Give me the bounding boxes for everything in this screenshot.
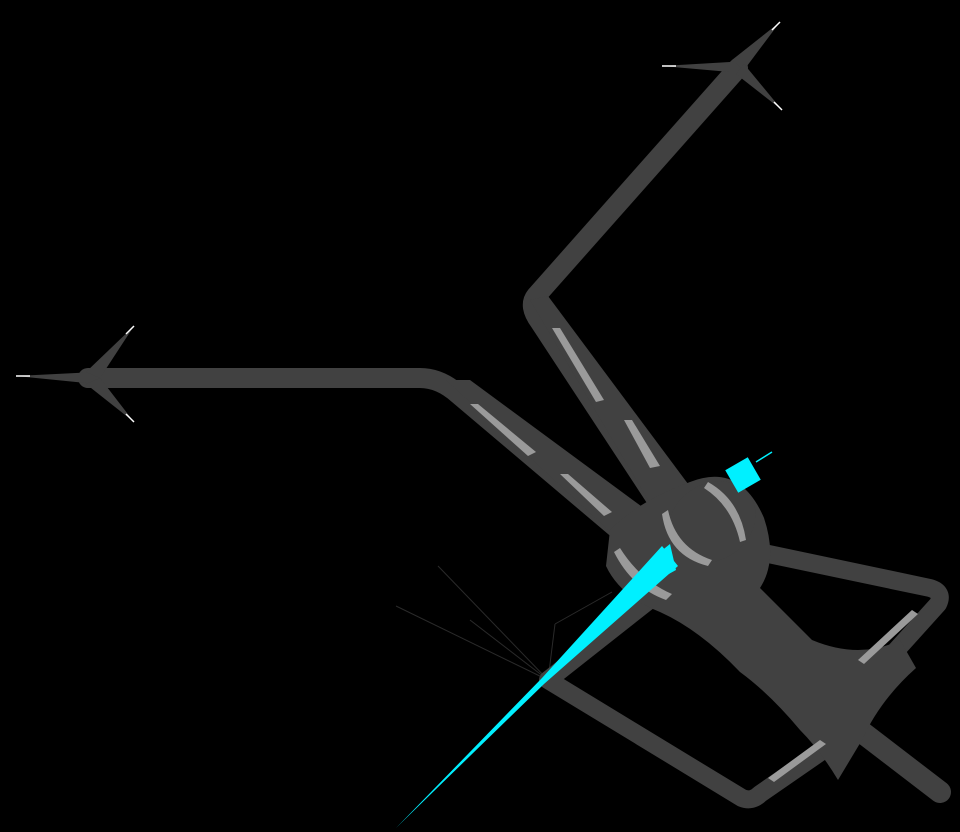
cyan-beam-tip [640, 544, 676, 590]
faint-line [554, 591, 613, 625]
highlight-strip [560, 474, 612, 516]
fork-prong [86, 378, 134, 422]
highlight-strip [768, 740, 826, 782]
fork-tip [771, 21, 781, 31]
fork-prong [86, 326, 134, 378]
fork-tip [125, 413, 135, 423]
hub-ring [668, 481, 756, 563]
fork-tip [125, 325, 135, 335]
highlight-strip [470, 404, 536, 456]
fork-prong [662, 62, 730, 72]
upper-arm [522, 58, 748, 530]
faint-line [469, 619, 549, 681]
cyan-accents [396, 451, 773, 828]
highlight-strip [624, 420, 660, 468]
cyan-beam [396, 546, 678, 828]
cyan-block [725, 457, 761, 493]
left-fork [16, 325, 135, 423]
fork-prong [736, 64, 782, 110]
left-arm [78, 368, 650, 558]
highlight-strip [704, 482, 746, 542]
faint-line [437, 565, 549, 681]
highlights [470, 328, 918, 782]
faint-line [395, 605, 549, 681]
fork-prong [16, 372, 96, 384]
fork-prong [732, 22, 780, 70]
loop-frame [539, 539, 949, 809]
upper-fork [662, 21, 783, 111]
fork-tip [773, 101, 783, 111]
highlight-strip [858, 610, 918, 664]
cyan-block-needle [755, 451, 773, 463]
highlight-strip [552, 328, 604, 402]
highlight-strip [662, 510, 712, 566]
highlight-strip [614, 548, 672, 600]
